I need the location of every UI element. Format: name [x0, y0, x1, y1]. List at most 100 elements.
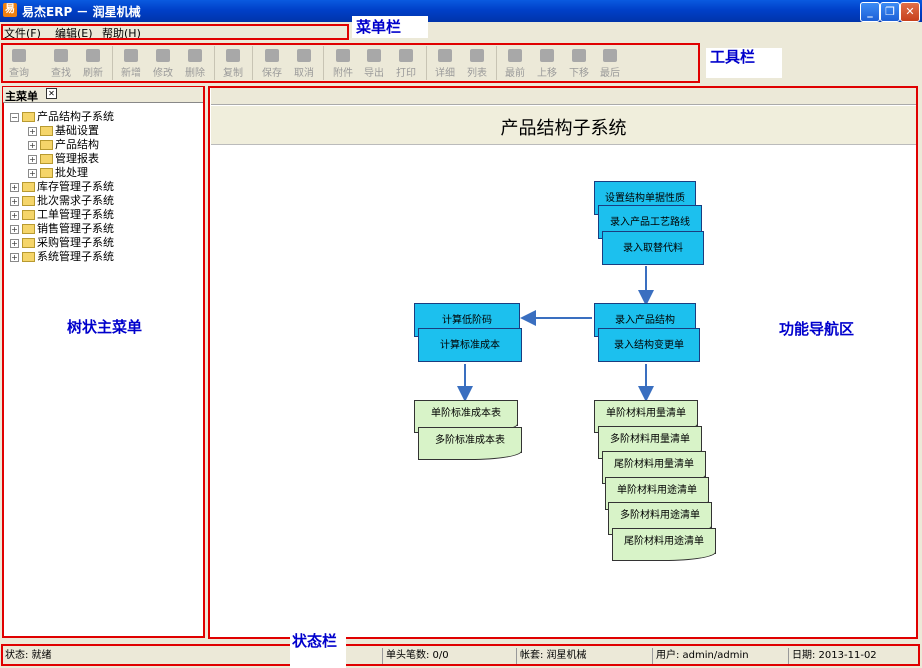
report-multi-usage[interactable]: 多阶材料用量清单 — [598, 426, 702, 459]
expand-icon[interactable]: + — [10, 196, 19, 206]
expand-icon[interactable]: + — [28, 140, 37, 150]
add-icon — [124, 49, 138, 62]
close-button[interactable]: ✕ — [900, 2, 920, 22]
minimize-button[interactable]: _ — [860, 2, 880, 22]
delete-icon — [188, 49, 202, 62]
function-nav-panel — [208, 86, 918, 639]
query-button[interactable]: 查询 — [4, 45, 34, 81]
last-arrow-icon — [603, 49, 617, 62]
status-date: 日期: 2013-11-02 — [788, 648, 916, 664]
edit-icon — [156, 49, 170, 62]
next-button[interactable]: 下移 — [564, 45, 594, 81]
expand-icon[interactable]: + — [10, 224, 19, 234]
folder-icon — [22, 196, 35, 206]
expand-icon[interactable]: + — [10, 182, 19, 192]
collapse-icon[interactable]: − — [10, 112, 19, 122]
menu-help[interactable]: 帮助(H) — [102, 27, 141, 40]
close-tab-icon[interactable]: ✕ — [46, 88, 57, 99]
tree-item-product-structure[interactable]: −产品结构子系统 — [10, 110, 114, 123]
tree-menu: −产品结构子系统 +基础设置 +产品结构 +管理报表 +批处理 +库存管理子系统… — [10, 110, 114, 264]
menubar-annotation: 菜单栏 — [352, 16, 428, 38]
report-single-where-used[interactable]: 单阶材料用途清单 — [605, 477, 709, 510]
folder-icon — [40, 154, 53, 164]
tree-item-product-struct[interactable]: +产品结构 — [28, 138, 99, 151]
expand-icon[interactable]: + — [10, 210, 19, 220]
statusbar-annotation: 状态栏 — [290, 630, 346, 668]
expand-icon[interactable]: + — [10, 252, 19, 262]
first-button[interactable]: 最前 — [500, 45, 530, 81]
export-icon — [367, 49, 381, 62]
flow-enter-bom-change[interactable]: 录入结构变更单 — [598, 328, 700, 362]
nav-header-strip — [211, 88, 916, 105]
refresh-icon — [86, 49, 100, 62]
tree-item-batch-demand[interactable]: +批次需求子系统 — [10, 194, 114, 207]
menu-file[interactable]: 文件(F) — [4, 27, 41, 40]
window-title: 易杰ERP － 润星机械 — [22, 5, 141, 19]
status-account: 帐套: 润星机械 — [516, 648, 652, 664]
tree-item-sales[interactable]: +销售管理子系统 — [10, 222, 114, 235]
statusbar-highlight — [1, 644, 920, 666]
menubar-highlight — [1, 24, 349, 40]
status-user: 用户: admin/admin — [652, 648, 788, 664]
tree-item-inventory[interactable]: +库存管理子系统 — [10, 180, 114, 193]
restore-button[interactable]: ❐ — [880, 2, 900, 22]
delete-button[interactable]: 删除 — [180, 45, 210, 81]
list-button[interactable]: 列表 — [462, 45, 492, 81]
tree-item-batch[interactable]: +批处理 — [28, 166, 88, 179]
folder-icon — [22, 238, 35, 248]
tree-item-basic-settings[interactable]: +基础设置 — [28, 124, 99, 137]
add-button[interactable]: 新增 — [116, 45, 146, 81]
refresh-button[interactable]: 刷新 — [78, 45, 108, 81]
print-button[interactable]: 打印 — [391, 45, 421, 81]
menu-bar: 文件(F) 编辑(E) 帮助(H) — [0, 22, 922, 41]
tree-item-work-order[interactable]: +工单管理子系统 — [10, 208, 114, 221]
nav-annotation: 功能导航区 — [779, 320, 855, 338]
status-bar — [0, 646, 922, 668]
report-single-std-cost[interactable]: 单阶标准成本表 — [414, 400, 518, 433]
attachment-button[interactable]: 附件 — [328, 45, 358, 81]
folder-icon — [22, 224, 35, 234]
status-state: 状态: 就绪 — [5, 650, 52, 661]
copy-icon — [226, 49, 240, 62]
prev-button[interactable]: 上移 — [532, 45, 562, 81]
expand-icon[interactable]: + — [28, 154, 37, 164]
report-tail-where-used[interactable]: 尾阶材料用途清单 — [612, 528, 716, 561]
main-menu-tab[interactable]: 主菜单 — [5, 90, 38, 103]
attachment-icon — [336, 49, 350, 62]
flow-arrows — [457, 266, 654, 402]
right-arrow-icon — [572, 49, 586, 62]
copy-button[interactable]: 复制 — [218, 45, 248, 81]
report-multi-std-cost[interactable]: 多阶标准成本表 — [418, 427, 522, 460]
last-button[interactable]: 最后 — [595, 45, 625, 81]
cancel-button[interactable]: 取消 — [289, 45, 319, 81]
folder-icon — [40, 168, 53, 178]
tree-annotation: 树状主菜单 — [67, 318, 143, 336]
detail-button[interactable]: 详细 — [430, 45, 460, 81]
edit-button[interactable]: 修改 — [148, 45, 178, 81]
app-logo-icon: 易 — [3, 3, 17, 17]
nav-title-bar — [211, 106, 916, 145]
expand-icon[interactable]: + — [28, 126, 37, 136]
tree-item-reports[interactable]: +管理报表 — [28, 152, 99, 165]
expand-icon[interactable]: + — [28, 168, 37, 178]
detail-icon — [438, 49, 452, 62]
main-menu-tab-strip: 主菜单 ✕ — [3, 87, 203, 103]
expand-icon[interactable]: + — [10, 238, 19, 248]
page-title: 产品结构子系统 — [500, 118, 627, 139]
folder-icon — [22, 252, 35, 262]
flow-calc-std-cost[interactable]: 计算标准成本 — [418, 328, 522, 362]
folder-icon — [22, 112, 35, 122]
tree-item-system[interactable]: +系统管理子系统 — [10, 250, 114, 263]
report-single-usage[interactable]: 单阶材料用量清单 — [594, 400, 698, 433]
folder-icon — [22, 210, 35, 220]
report-tail-usage[interactable]: 尾阶材料用量清单 — [602, 451, 706, 484]
find-button[interactable]: 查找 — [46, 45, 76, 81]
save-button[interactable]: 保存 — [257, 45, 287, 81]
flow-enter-substitute[interactable]: 录入取替代料 — [602, 231, 704, 265]
toolbar-annotation: 工具栏 — [706, 48, 782, 78]
toolbar-highlight — [1, 43, 700, 83]
export-button[interactable]: 导出 — [359, 45, 389, 81]
tree-item-purchase[interactable]: +采购管理子系统 — [10, 236, 114, 249]
menu-edit[interactable]: 编辑(E) — [55, 27, 93, 40]
report-multi-where-used[interactable]: 多阶材料用途清单 — [608, 502, 712, 535]
